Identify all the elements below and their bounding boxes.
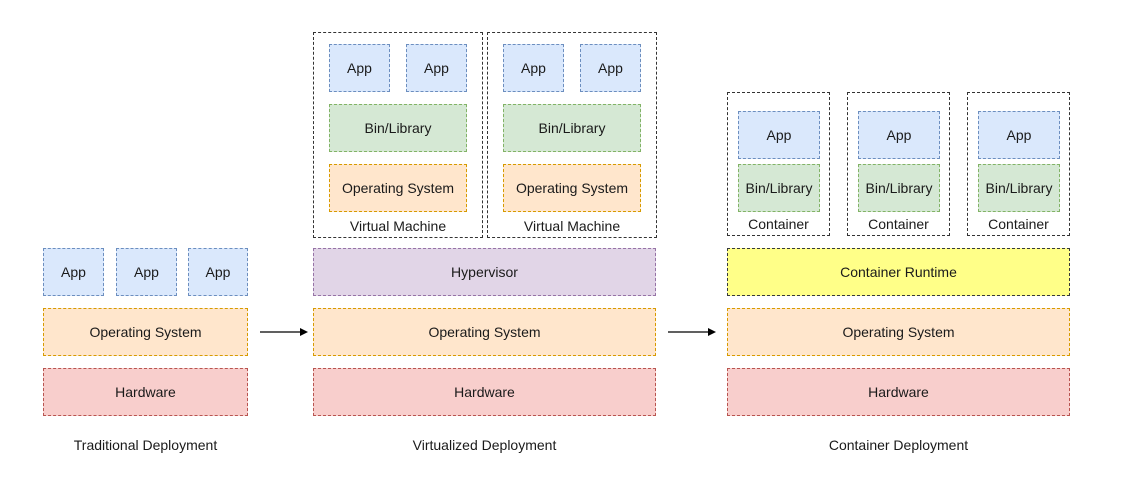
vm1-app-1: App <box>329 44 390 92</box>
vm2-app-2: App <box>580 44 641 92</box>
container1-app: App <box>738 111 820 159</box>
virtual-machine-1: Virtual Machine <box>313 32 483 238</box>
container-2-label: Container <box>868 216 929 232</box>
virtualized-hardware: Hardware <box>313 368 656 416</box>
hypervisor: Hypervisor <box>313 248 656 296</box>
virtual-machine-2: Virtual Machine <box>487 32 657 238</box>
container-2: Container <box>847 92 950 236</box>
virtualized-operating-system: Operating System <box>313 308 656 356</box>
vm2-bin-library: Bin/Library <box>503 104 641 152</box>
arrow-virtualized-to-container <box>668 328 716 336</box>
arrow-traditional-to-virtualized <box>260 328 308 336</box>
virtual-machine-2-label: Virtual Machine <box>523 218 621 234</box>
container2-app: App <box>858 111 940 159</box>
traditional-deployment-caption: Traditional Deployment <box>73 437 218 453</box>
container-hardware: Hardware <box>727 368 1070 416</box>
container3-app: App <box>978 111 1060 159</box>
traditional-hardware: Hardware <box>43 368 248 416</box>
vm1-app-2: App <box>406 44 467 92</box>
vm1-bin-library: Bin/Library <box>329 104 467 152</box>
container-1-label: Container <box>748 216 809 232</box>
traditional-app-3: App <box>188 248 248 296</box>
container2-bin-library: Bin/Library <box>858 164 940 212</box>
container-deployment-caption: Container Deployment <box>828 437 969 453</box>
container-operating-system: Operating System <box>727 308 1070 356</box>
container-3: Container <box>967 92 1070 236</box>
container-3-label: Container <box>988 216 1049 232</box>
vm2-operating-system: Operating System <box>503 164 641 212</box>
container1-bin-library: Bin/Library <box>738 164 820 212</box>
container3-bin-library: Bin/Library <box>978 164 1060 212</box>
traditional-app-1: App <box>43 248 104 296</box>
virtual-machine-1-label: Virtual Machine <box>349 218 447 234</box>
container-runtime: Container Runtime <box>727 248 1070 296</box>
traditional-operating-system: Operating System <box>43 308 248 356</box>
container-1: Container <box>727 92 830 236</box>
traditional-app-2: App <box>116 248 177 296</box>
vm1-operating-system: Operating System <box>329 164 467 212</box>
vm2-app-1: App <box>503 44 564 92</box>
virtualized-deployment-caption: Virtualized Deployment <box>412 437 557 453</box>
